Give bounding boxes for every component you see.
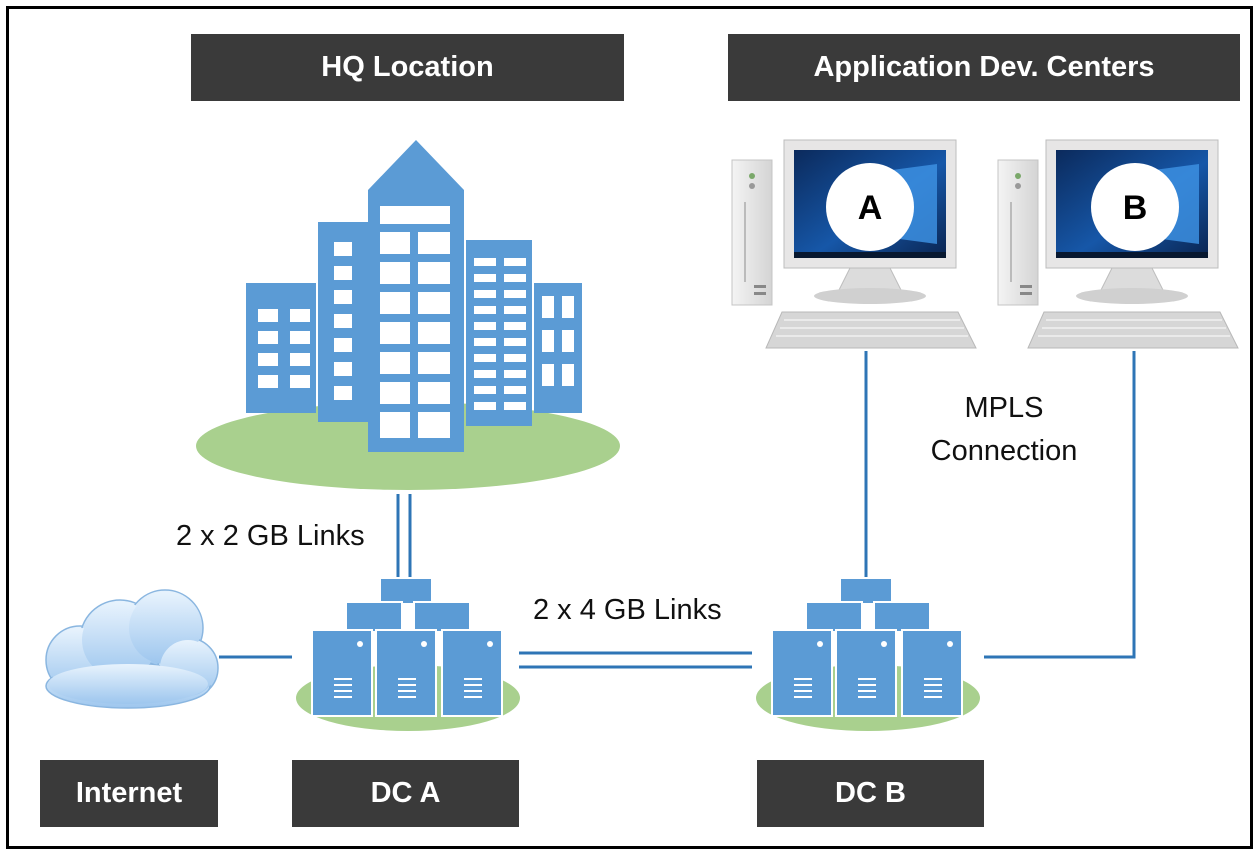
cloud-icon (45, 589, 219, 709)
workstation-b-badge (1091, 163, 1179, 251)
connection-lines (219, 351, 1136, 669)
dc-a-label-box: DC A (292, 760, 519, 827)
dc-b-label: DC B (835, 777, 906, 809)
server-cluster-icon (296, 577, 520, 731)
dc-a-label: DC A (370, 777, 441, 809)
mpls-label-line1: MPLS (964, 392, 1044, 424)
dcb-workstation-b-link (984, 351, 1136, 659)
internet-label: Internet (75, 777, 183, 809)
hq-location-title: HQ Location (191, 34, 624, 101)
workstation-a-letter: A (858, 189, 883, 227)
mpls-label-line2: Connection (930, 435, 1078, 467)
links-2gb-label: 2 x 2 GB Links (176, 520, 365, 552)
links-4gb-label: 2 x 4 GB Links (533, 594, 722, 626)
app-dev-title-text: Application Dev. Centers (813, 51, 1155, 83)
workstation-a-badge (826, 163, 914, 251)
workstation-b-letter: B (1123, 189, 1148, 227)
server-cluster-icon (756, 577, 980, 731)
building-icon (196, 140, 620, 490)
hq-title-text: HQ Location (321, 51, 494, 83)
internet-label-box: Internet (40, 760, 218, 827)
dc-b-label-box: DC B (757, 760, 984, 827)
app-dev-centers-title: Application Dev. Centers (728, 34, 1240, 101)
diagram-frame (6, 6, 1253, 849)
